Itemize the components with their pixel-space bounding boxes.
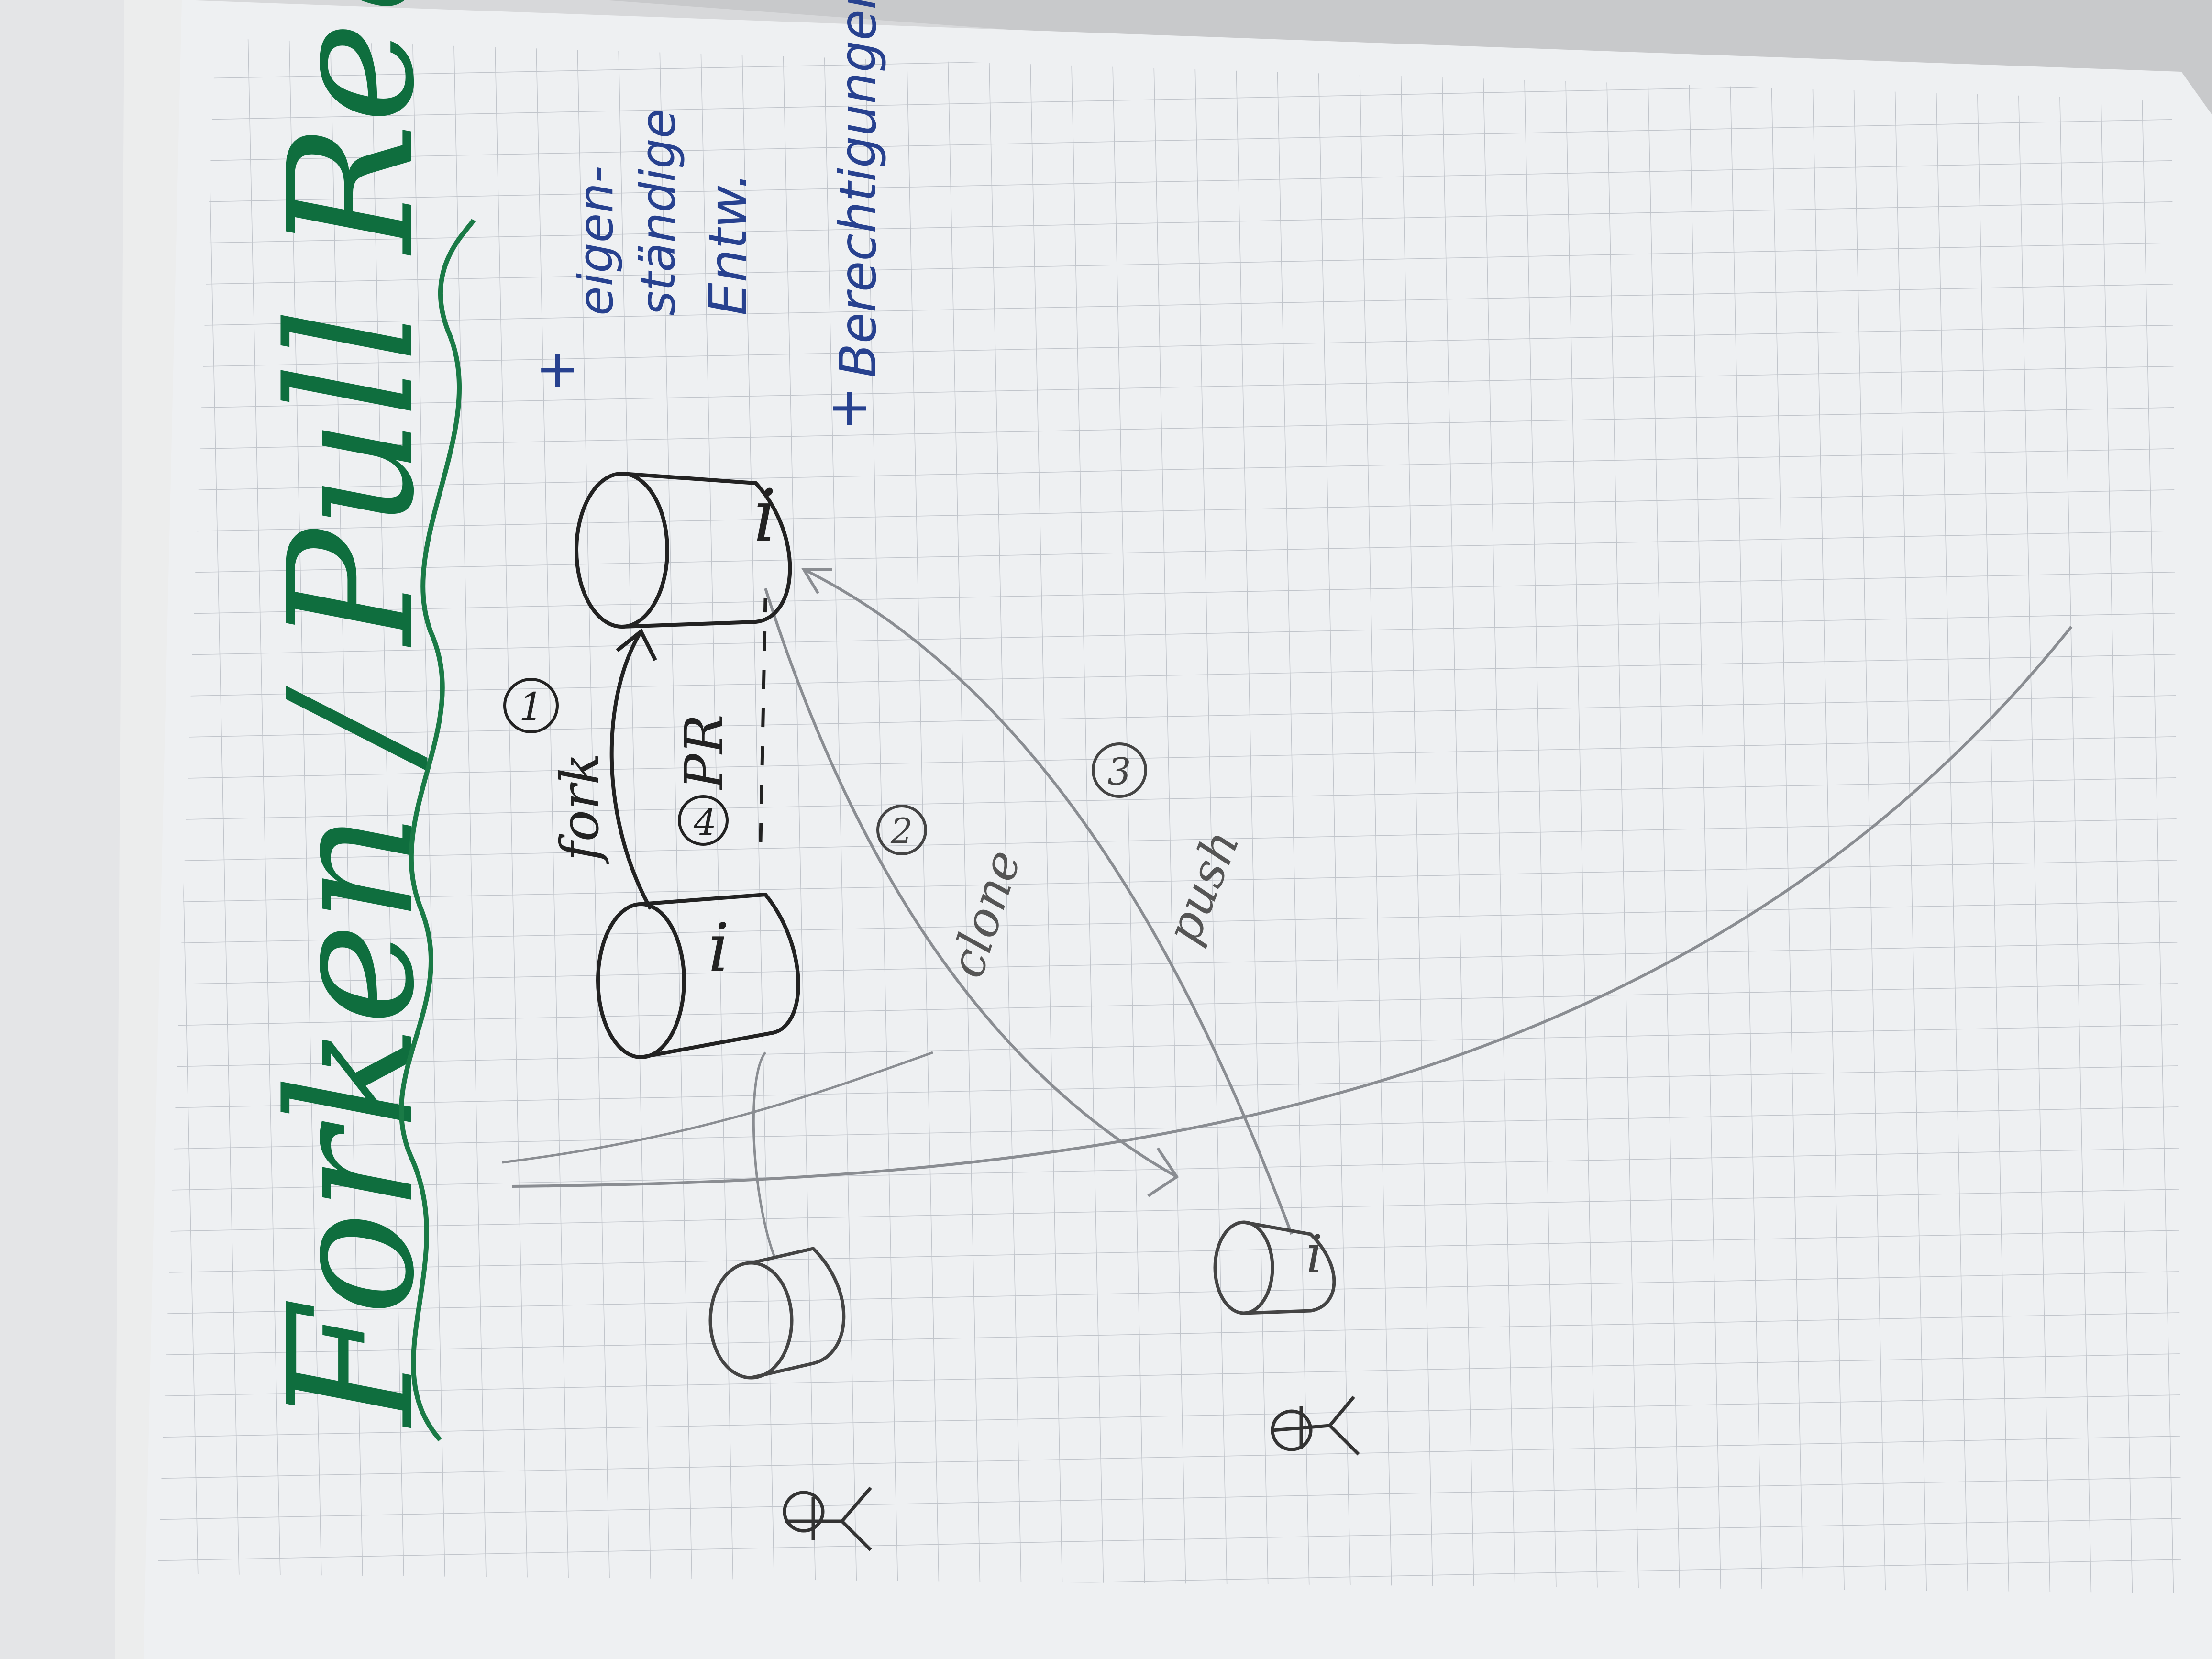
repo-middle: i xyxy=(596,892,800,1059)
pencil-line-upper xyxy=(502,1051,933,1164)
step-2-badge: 2 xyxy=(876,805,927,855)
title-text: Forken / Pull Requests xyxy=(252,0,452,1428)
svg-text:4: 4 xyxy=(693,801,717,843)
pencil-arrow-push xyxy=(801,568,1293,1235)
note-eigen-line-2: ständige xyxy=(630,109,686,316)
repo-left-local xyxy=(708,1247,846,1380)
fork-arrow xyxy=(609,628,657,910)
fork-label: fork xyxy=(549,753,610,864)
repo-middle-mark: i xyxy=(708,909,730,987)
main-sheet-grid xyxy=(158,38,2181,1593)
note-berechtigungen-text: Berechtigungen xyxy=(829,0,887,378)
pencil-arc-large xyxy=(511,626,2073,1188)
repo-bottom-local: i xyxy=(1213,1220,1336,1315)
step-3-badge: 3 xyxy=(1092,742,1147,798)
pr-label: PR xyxy=(674,714,735,790)
svg-text:fork: fork xyxy=(549,753,610,864)
svg-text:1: 1 xyxy=(519,685,543,729)
svg-text:PR: PR xyxy=(674,714,735,790)
note-eigen-line-3: Entw. xyxy=(697,172,759,316)
developer-figure-bottom xyxy=(1271,1395,1360,1456)
note-berechtigungen: + Berechtigungen xyxy=(817,0,887,431)
flipchart-frame-bar xyxy=(603,0,2212,117)
step-1-badge: 1 xyxy=(503,678,559,733)
note-eigen-line-1: eigen- xyxy=(568,166,624,316)
svg-text:3: 3 xyxy=(1107,751,1131,794)
title-group: Forken / Pull Requests xyxy=(252,0,452,1428)
repo-bottom-mark: i xyxy=(1306,1224,1323,1285)
repo-top-mark: i xyxy=(753,475,776,558)
note-plus-1: + xyxy=(525,348,586,392)
repo-top: i xyxy=(575,472,792,629)
pencil-arrow-clone xyxy=(764,588,1179,1197)
pr-dashed-arrow xyxy=(759,597,767,842)
pencil-link-left xyxy=(752,1051,776,1259)
note-plus-2: + xyxy=(817,387,878,431)
developer-figure-left xyxy=(783,1486,872,1551)
svg-text:2: 2 xyxy=(890,811,913,851)
title-underline-wave xyxy=(398,219,476,1442)
step-4-badge: 4 xyxy=(678,795,729,846)
note-eigenstaendige: + eigen- ständige Entw. xyxy=(525,109,759,392)
